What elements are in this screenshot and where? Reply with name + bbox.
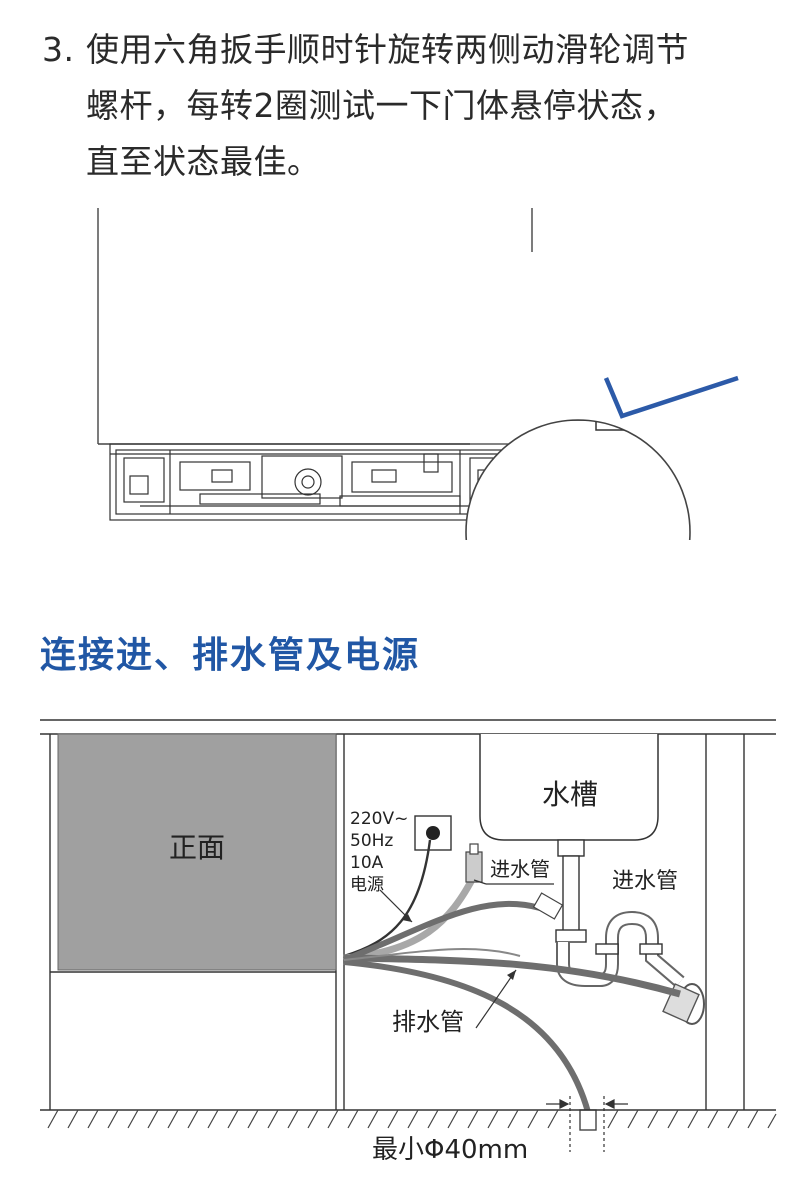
- floor-hatching: [47, 1109, 777, 1129]
- drain-hose-main: [343, 954, 681, 998]
- front-panel-label: 正面: [169, 831, 225, 864]
- svg-text:50Hz: 50Hz: [350, 831, 393, 851]
- step-line-2: 螺杆，每转2圈测试一下门体悬停状态，: [86, 86, 677, 125]
- svg-text:10A: 10A: [350, 853, 384, 873]
- inlet-label-near: 进水管: [490, 857, 550, 881]
- diameter-dimension: [546, 1096, 628, 1152]
- sink-label: 水槽: [542, 778, 598, 811]
- svg-text:电源: 电源: [350, 875, 384, 895]
- front-panel: [57, 733, 337, 971]
- section-title: 连接进、排水管及电源: [40, 635, 421, 676]
- inlet-hose-far: [342, 901, 541, 963]
- inlet-hose-near: [343, 874, 478, 962]
- drain-hose-label: 排水管: [392, 1008, 464, 1036]
- wrench-pointer: [603, 375, 739, 419]
- min-diameter-label: 最小Φ40mm: [372, 1135, 528, 1165]
- magnified-hinge-inset: [465, 375, 739, 540]
- hinge-adjustment-illustration: [97, 208, 739, 540]
- inlet-label-far: 进水管: [612, 869, 678, 894]
- connection-diagram: 正面 水槽 220V~ 50Hz 10A 电源 进水管 进水管 排水管: [40, 719, 777, 1165]
- step-line-1: 使用六角扳手顺时针旋转两侧动滑轮调节: [86, 30, 689, 69]
- step-number: 3.: [42, 30, 75, 69]
- step-text: 使用六角扳手顺时针旋转两侧动滑轮调节 螺杆，每转2圈测试一下门体悬停状态， 直至…: [86, 22, 758, 190]
- step-line-3: 直至状态最佳。: [86, 142, 321, 181]
- sink-trap: [555, 839, 685, 988]
- drain-hose-floor: [343, 959, 591, 1113]
- svg-text:220V~: 220V~: [350, 809, 408, 829]
- dishwasher-base: [109, 443, 519, 521]
- power-spec: 220V~ 50Hz 10A 电源: [350, 809, 408, 895]
